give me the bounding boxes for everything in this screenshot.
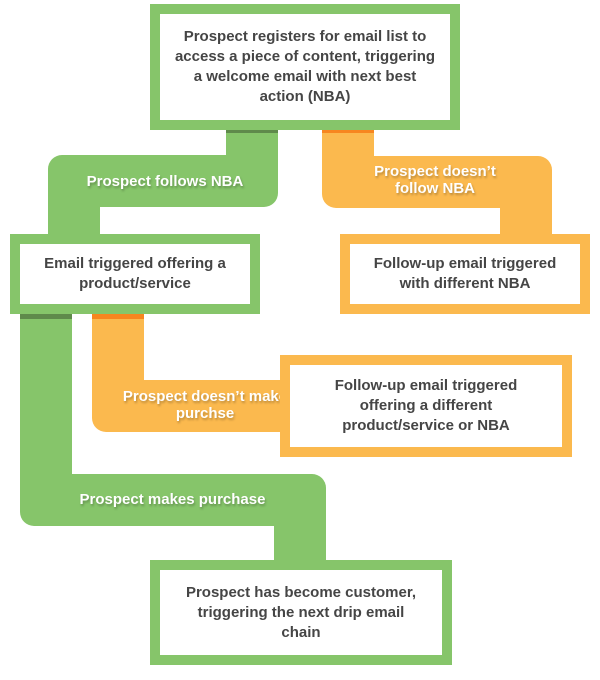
edge-label-makes-purchase: Prospect makes purchase bbox=[79, 491, 266, 508]
node-customer: Prospect has become customer, triggering… bbox=[150, 560, 452, 665]
edge-label-doesnt-follow-nba: Prospect doesn’t follow NBA bbox=[374, 163, 496, 197]
connector-makes-purchase-shadow bbox=[20, 314, 72, 319]
connector-follows-nba-stem-bottom bbox=[48, 190, 100, 238]
connector-doesnt-purchase-band bbox=[92, 380, 292, 432]
connector-follows-nba-shadow bbox=[226, 128, 278, 133]
edge-label-follows-nba: Prospect follows NBA bbox=[86, 173, 244, 190]
edge-label-doesnt-purchase: Prospect doesn’t make purchse bbox=[122, 388, 288, 422]
connector-makes-purchase-stem-right bbox=[274, 510, 326, 564]
connector-doesnt-follow-shadow bbox=[322, 128, 374, 133]
connector-doesnt-follow-stem-bottom bbox=[500, 190, 552, 238]
node-customer-text: Prospect has become customer, triggering… bbox=[185, 583, 417, 641]
node-followup-offer: Follow-up email triggered offering a dif… bbox=[280, 355, 572, 457]
node-start-text: Prospect registers for email list to acc… bbox=[174, 28, 436, 105]
node-offer-text: Email triggered offering a product/servi… bbox=[44, 255, 226, 292]
node-offer: Email triggered offering a product/servi… bbox=[10, 234, 260, 314]
node-followup-nba: Follow-up email triggered with different… bbox=[340, 234, 590, 314]
node-start: Prospect registers for email list to acc… bbox=[150, 4, 460, 130]
node-followup-nba-text: Follow-up email triggered with different… bbox=[373, 255, 557, 292]
connector-doesnt-purchase-shadow bbox=[92, 314, 144, 319]
node-followup-offer-text: Follow-up email triggered offering a dif… bbox=[334, 377, 518, 434]
